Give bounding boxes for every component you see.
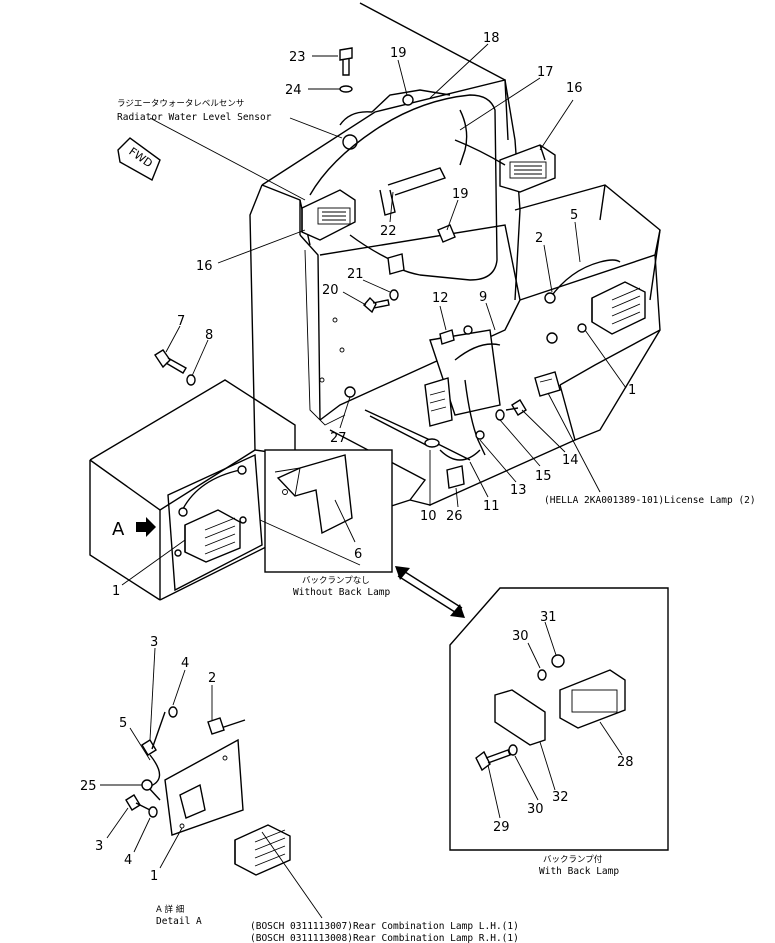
license-lamp-bracket xyxy=(424,325,561,456)
callout-17: 17 xyxy=(537,65,554,80)
callout-1: 1 xyxy=(150,869,158,884)
with-back-lamp-pointer xyxy=(395,566,465,618)
callout-21: 21 xyxy=(347,267,364,282)
callout-20: 20 xyxy=(322,283,339,298)
callout-4: 4 xyxy=(181,656,189,671)
bolt-27 xyxy=(344,386,356,398)
callout-10: 10 xyxy=(420,509,437,524)
callout-15: 15 xyxy=(535,469,552,484)
callout-12: 12 xyxy=(432,291,449,306)
bolt-7 xyxy=(154,349,196,386)
license-lamp-wire-rod xyxy=(364,409,485,489)
callout-4: 4 xyxy=(124,853,132,868)
view-a-label: A xyxy=(112,519,125,540)
license-lamp-label: (HELLA 2KA001389-101)License Lamp (2) xyxy=(544,495,756,506)
callout-16: 16 xyxy=(196,259,213,274)
callout-9: 9 xyxy=(479,290,487,305)
detail-a-en: Detail A xyxy=(156,916,202,927)
bolt-23 xyxy=(339,47,353,93)
callout-2: 2 xyxy=(535,231,543,246)
callout-19: 19 xyxy=(452,187,469,202)
callout-27: 27 xyxy=(330,431,347,446)
leader-lines xyxy=(100,43,627,919)
detail-a-jp: A 詳 細 xyxy=(156,904,184,915)
radiator-guard-frame xyxy=(89,2,661,601)
callout-22: 22 xyxy=(380,224,397,239)
bolt-14 xyxy=(495,399,527,421)
callout-28: 28 xyxy=(617,755,634,770)
rear-combination-lamp-left-assembly xyxy=(174,465,247,563)
without-back-lamp-inset xyxy=(264,449,393,573)
without-back-lamp-en: Without Back Lamp xyxy=(293,587,391,598)
with-back-lamp-en: With Back Lamp xyxy=(539,866,619,877)
rear-lamp-lh-label: (BOSCH 0311113007)Rear Combination Lamp … xyxy=(250,921,519,932)
callout-5: 5 xyxy=(570,208,578,223)
callout-6: 6 xyxy=(354,547,362,562)
with-back-lamp-inset xyxy=(449,587,669,851)
with-back-lamp-jp: バックランプ付 xyxy=(543,854,603,865)
callout-8: 8 xyxy=(205,328,213,343)
callout-32: 32 xyxy=(552,790,569,805)
work-lamp-left xyxy=(301,189,356,241)
view-a-arrow xyxy=(136,517,156,537)
callout-30: 30 xyxy=(512,629,529,644)
callout-24: 24 xyxy=(285,83,302,98)
detail-a-assembly xyxy=(125,706,291,876)
work-lamp-right xyxy=(499,144,556,193)
sensor-label-jp: ラジエータウォータレベルセンサ xyxy=(117,99,244,109)
callout-16: 16 xyxy=(566,81,583,96)
without-back-lamp-jp: バックランプなし xyxy=(302,576,370,586)
rear-combination-lamp-right xyxy=(544,259,646,344)
callout-31: 31 xyxy=(540,610,557,625)
callout-2: 2 xyxy=(208,671,216,686)
sensor-label-en: Radiator Water Level Sensor xyxy=(117,112,272,123)
callout-25: 25 xyxy=(80,779,97,794)
callout-5: 5 xyxy=(119,716,127,731)
callout-3: 3 xyxy=(95,839,103,854)
callout-26: 26 xyxy=(446,509,463,524)
callout-7: 7 xyxy=(177,314,185,329)
fwd-arrow xyxy=(117,137,161,182)
callout-11: 11 xyxy=(483,499,500,514)
callout-18: 18 xyxy=(483,31,500,46)
callout-13: 13 xyxy=(510,483,527,498)
callout-numbers: 23 24 19 18 17 16 16 22 19 21 20 12 9 2 … xyxy=(80,31,636,884)
radiator-water-level-sensor xyxy=(339,89,451,216)
wiring-harness-upper xyxy=(309,94,506,281)
callout-3: 3 xyxy=(150,635,158,650)
callout-30: 30 xyxy=(527,802,544,817)
callout-1: 1 xyxy=(628,383,636,398)
bolt-20 xyxy=(363,289,399,314)
callout-23: 23 xyxy=(289,50,306,65)
callout-14: 14 xyxy=(562,453,579,468)
callout-1: 1 xyxy=(112,584,120,599)
callout-29: 29 xyxy=(493,820,510,835)
rear-lamp-rh-label: (BOSCH 0311113008)Rear Combination Lamp … xyxy=(250,933,519,943)
callout-19: 19 xyxy=(390,46,407,61)
